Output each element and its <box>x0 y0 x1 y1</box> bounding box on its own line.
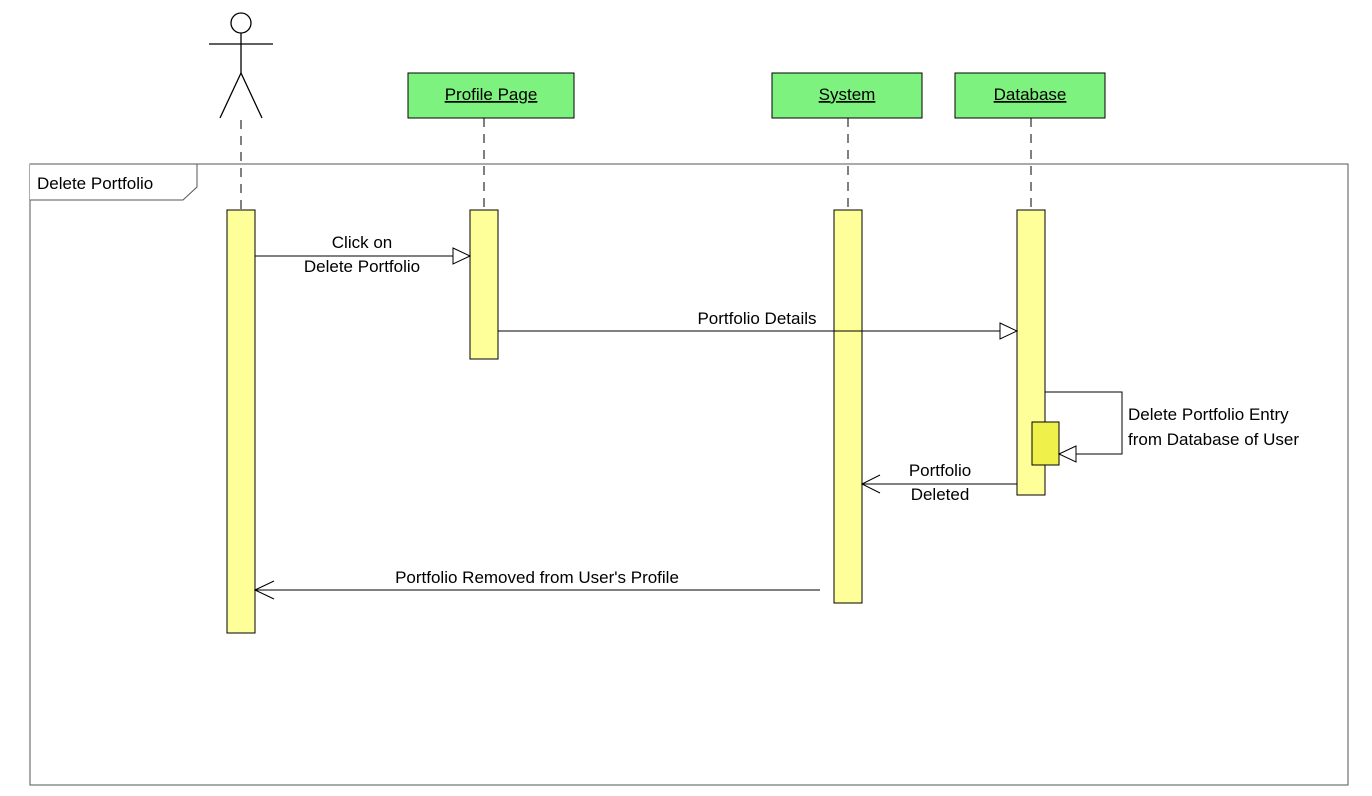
system-box <box>771 72 923 119</box>
database-box <box>954 72 1106 119</box>
activation-system <box>833 209 863 604</box>
arrowhead-open <box>253 580 275 600</box>
frame: Delete Portfolio <box>29 163 1349 786</box>
arrowhead-open-triangle <box>1057 445 1077 463</box>
message-line <box>1045 391 1123 455</box>
participant-profile-page[interactable]: Profile Page <box>407 72 575 119</box>
system-label: System <box>819 85 876 104</box>
message-portfolio-details: Portfolio Details <box>498 309 1019 340</box>
actor-leg-right <box>240 72 263 119</box>
frame-border <box>29 163 1349 786</box>
frame-title: Delete Portfolio <box>37 174 153 193</box>
activation-profile-page <box>469 209 499 360</box>
arrowhead-open <box>860 474 881 494</box>
message-label: Portfolio Details <box>697 309 816 328</box>
message-delete-entry: Delete Portfolio Entry from Database of … <box>1045 391 1299 463</box>
participant-system[interactable]: System <box>771 72 923 119</box>
arrowhead-open-triangle <box>452 247 472 265</box>
profile-page-label: Profile Page <box>445 85 538 104</box>
message-label-line-1: Portfolio <box>909 461 971 480</box>
message-label-line-1: Click on <box>332 233 392 252</box>
arrowhead-open-triangle <box>999 322 1019 340</box>
participant-database[interactable]: Database <box>954 72 1106 119</box>
profile-page-box <box>407 72 575 119</box>
message-portfolio-deleted: Portfolio Deleted <box>860 461 1017 504</box>
actor-user[interactable] <box>209 12 273 119</box>
activation-user <box>226 209 256 634</box>
message-label-line-2: from Database of User <box>1128 430 1299 449</box>
actor-head <box>230 12 252 34</box>
message-click-delete: Click on Delete Portfolio <box>255 233 472 276</box>
database-label: Database <box>994 85 1067 104</box>
message-label-line-2: Deleted <box>911 485 970 504</box>
message-label-line-1: Delete Portfolio Entry <box>1128 405 1289 424</box>
message-label: Portfolio Removed from User's Profile <box>395 568 679 587</box>
message-label-line-2: Delete Portfolio <box>304 257 420 276</box>
activation-database-self <box>1031 421 1060 466</box>
message-portfolio-removed: Portfolio Removed from User's Profile <box>253 568 820 600</box>
frame-tab <box>30 163 198 201</box>
activations <box>226 209 1060 634</box>
actor-leg-left <box>219 72 242 119</box>
